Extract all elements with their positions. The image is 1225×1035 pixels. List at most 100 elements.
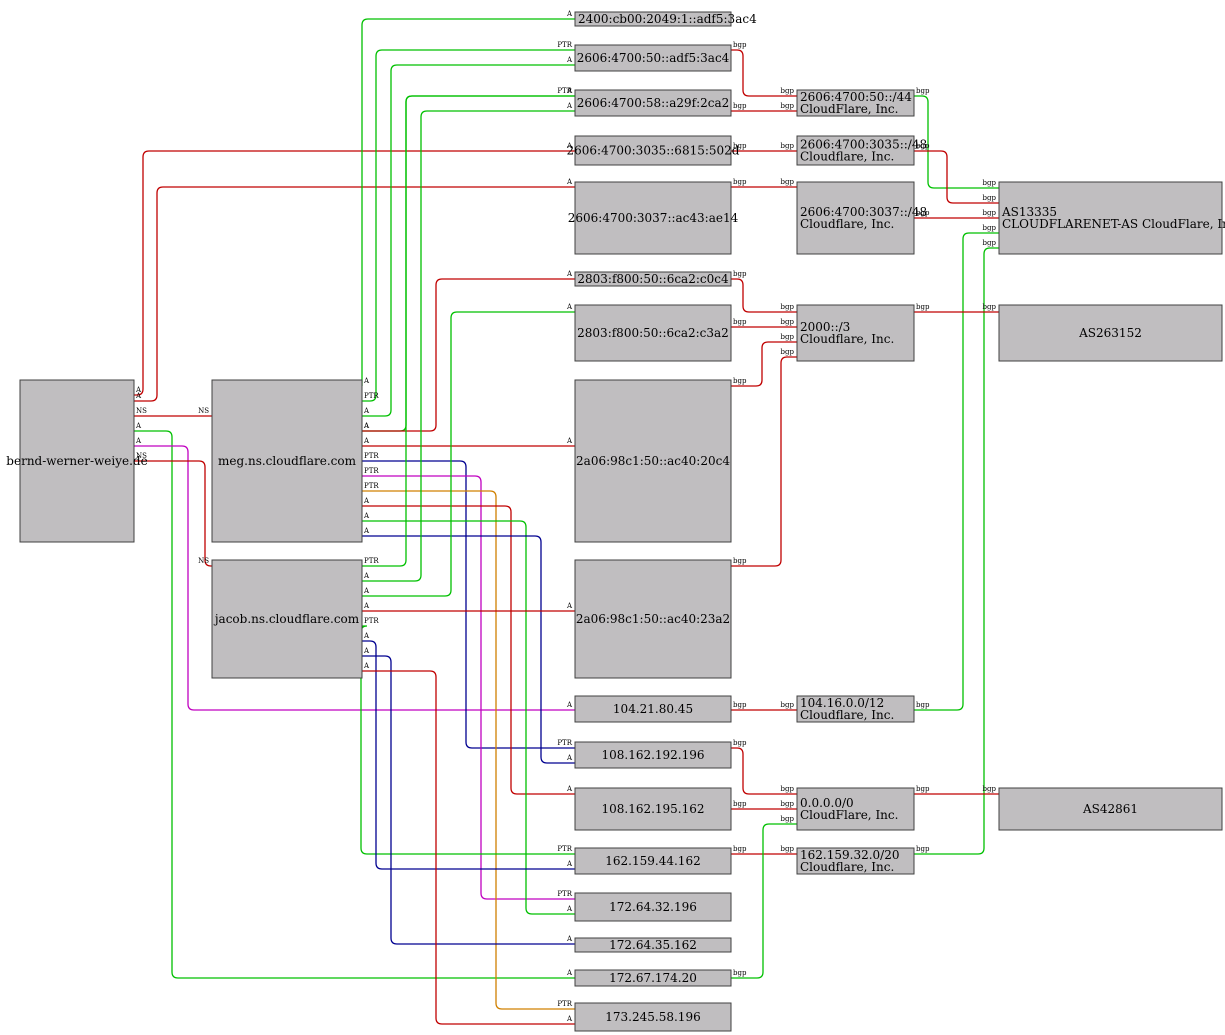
edge-label-target: bgp xyxy=(781,800,795,808)
edge-meg-ip6_6: AA xyxy=(362,270,575,432)
edge-label-target: A xyxy=(566,754,573,762)
edge-label-target: A xyxy=(566,701,573,709)
edge-label-target: A xyxy=(566,785,573,793)
node-label: 2606:4700:50::/44 xyxy=(800,90,912,104)
edge-label-target: PTR xyxy=(557,845,572,853)
node-ip6_7: 2803:f800:50::6ca2:c3a2 xyxy=(574,304,732,362)
edge-label-target: A xyxy=(566,270,573,278)
node-box xyxy=(998,787,1223,831)
edge-line xyxy=(362,110,575,582)
edge-label-source: bgp xyxy=(733,41,747,49)
edge-label-target: bgp xyxy=(983,224,997,232)
node-ip4_5: 172.64.32.196 xyxy=(574,892,732,922)
node-ip6_3: 2606:4700:58::a29f:2ca2 xyxy=(574,89,732,117)
edge-meg-ip4_5: AA xyxy=(362,512,575,915)
node-ip4_6: 172.64.35.162 xyxy=(574,937,732,953)
node-box xyxy=(574,11,732,27)
edge-line xyxy=(134,445,575,711)
node-box xyxy=(574,559,732,679)
node-label: 2606:4700:3037::/48 xyxy=(800,205,927,219)
edge-jacob-ip4_4: AA xyxy=(362,632,575,870)
edge-label-source: bgp xyxy=(733,270,747,278)
edge-meg-ip4_8: PTR PTR xyxy=(362,482,575,1010)
edge-label-target: A xyxy=(566,437,573,445)
node-label: bernd-werner-weiye.de xyxy=(6,454,147,468)
node-ip6_9: 2a06:98c1:50::ac40:23a2 xyxy=(574,559,732,679)
node-domain: bernd-werner-weiye.de xyxy=(6,379,148,543)
edge-label-target: bgp xyxy=(983,303,997,311)
node-as_2: AS263152 xyxy=(998,304,1223,362)
edge-label-source: bgp xyxy=(733,557,747,565)
edge-label-target: NS xyxy=(198,557,209,565)
edge-label-target: A xyxy=(566,303,573,311)
node-label: 172.64.35.162 xyxy=(609,938,697,952)
edge-label-source: bgp xyxy=(916,303,930,311)
edge-label-source: A xyxy=(363,527,370,535)
edge-line xyxy=(914,232,999,711)
node-box xyxy=(574,847,732,875)
edge-line xyxy=(362,505,575,795)
edge-label-source: PTR xyxy=(364,452,379,460)
edge-jacob-ip4_6: AA xyxy=(362,647,575,945)
node-box xyxy=(574,695,732,723)
node-box xyxy=(796,847,915,875)
edge-label-target: PTR xyxy=(557,890,572,898)
node-label: jacob.ns.cloudflare.com xyxy=(213,612,360,626)
edge-line xyxy=(361,18,575,386)
edge-label-source: bgp xyxy=(733,318,747,326)
node-box xyxy=(574,1002,732,1032)
edge-label-target: bgp xyxy=(781,845,795,853)
node-box xyxy=(574,181,732,255)
edge-pfx_7-as_1: bgp bgp xyxy=(914,239,999,855)
edge-label-target: bgp xyxy=(781,785,795,793)
node-label: Cloudflare, Inc. xyxy=(800,217,894,231)
node-box xyxy=(574,44,732,72)
node-label: 104.21.80.45 xyxy=(613,702,693,716)
edge-label-source: bgp xyxy=(916,209,930,217)
node-ip6_2: 2606:4700:50::adf5:3ac4 xyxy=(574,44,732,72)
node-jacob: jacob.ns.cloudflare.com xyxy=(211,559,363,679)
edge-label-source: bgp xyxy=(916,87,930,95)
edge-line xyxy=(362,475,575,900)
edge-line xyxy=(731,356,797,567)
edge-line xyxy=(914,150,999,204)
node-label: 2803:f800:50::6ca2:c0c4 xyxy=(577,272,729,286)
node-box xyxy=(211,559,363,679)
edge-label-source: PTR xyxy=(364,467,379,475)
edge-line xyxy=(914,247,999,855)
node-box xyxy=(796,304,915,362)
node-ip4_8: 173.245.58.196 xyxy=(574,1002,732,1032)
node-label: 2803:f800:50::6ca2:c3a2 xyxy=(577,326,729,340)
edge-label-source: A xyxy=(363,572,370,580)
edge-label-source: bgp xyxy=(733,142,747,150)
edge-label-source: A xyxy=(363,587,370,595)
edge-jacob-ip6_3: AA xyxy=(362,102,575,582)
edge-label-source: A xyxy=(135,437,142,445)
node-ip4_4: 162.159.44.162 xyxy=(574,847,732,875)
node-label: meg.ns.cloudflare.com xyxy=(218,454,357,468)
node-label: 0.0.0.0/0 xyxy=(800,796,854,810)
edge-label-target: bgp xyxy=(983,179,997,187)
edge-label-source: A xyxy=(363,497,370,505)
edge-line xyxy=(362,640,575,870)
node-label: 2606:4700:58::a29f:2ca2 xyxy=(577,96,730,110)
edge-line xyxy=(134,186,575,402)
edge-label-source: bgp xyxy=(733,845,747,853)
edge-line xyxy=(362,655,575,945)
edge-label-source: A xyxy=(135,392,142,400)
edge-line xyxy=(362,670,575,1025)
edge-label-source: A xyxy=(363,662,370,670)
